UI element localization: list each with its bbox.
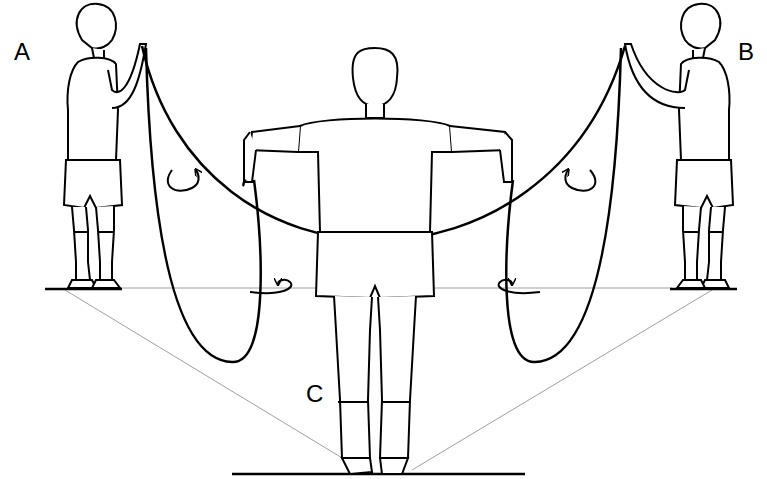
perspective-lines <box>65 288 712 470</box>
rope <box>142 46 625 240</box>
person-a <box>64 4 146 288</box>
person-c <box>244 48 512 474</box>
person-letter: C <box>304 382 325 406</box>
rope-loops <box>146 48 621 362</box>
person-letter: A <box>12 40 32 64</box>
person-letter: B <box>736 40 756 64</box>
person-b <box>625 4 733 288</box>
ground-lines <box>45 289 737 474</box>
rotation-arrow <box>168 170 596 293</box>
